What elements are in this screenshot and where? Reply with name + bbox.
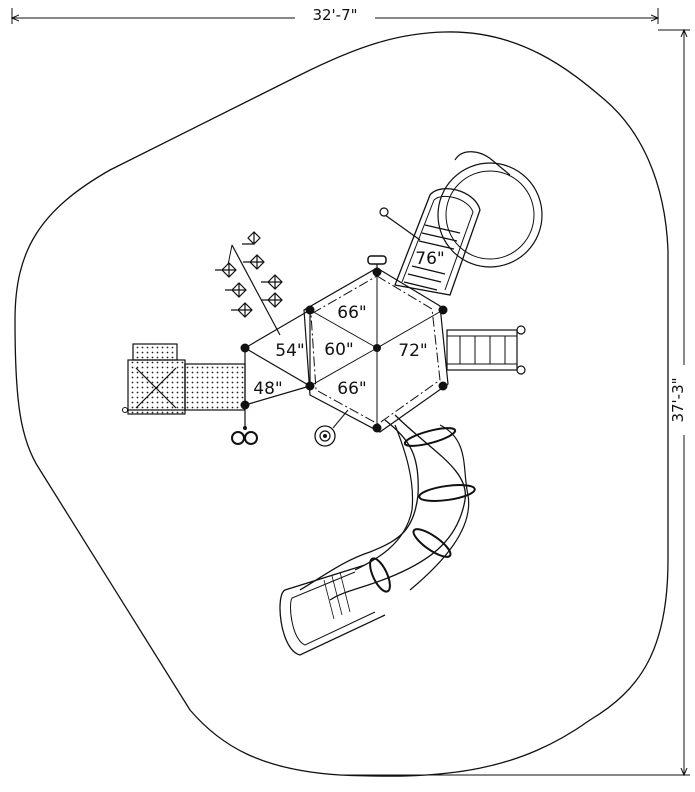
deck-label-76: 76" — [415, 249, 444, 269]
step-platform — [122, 343, 246, 415]
deck-label-72: 72" — [398, 341, 427, 361]
ladder — [446, 325, 526, 375]
width-dimension: 32'-7" — [12, 6, 658, 24]
spinner-panel-icon — [314, 409, 349, 447]
steering-wheel-icon — [367, 255, 387, 272]
deck-label-66-upper: 66" — [337, 303, 366, 323]
deck-label-48: 48" — [253, 379, 282, 399]
deck-structure: 66" 60" 54" 48" 66" 72" — [240, 267, 449, 433]
straight-slide: 76" — [379, 151, 543, 296]
height-dimension: 37'-3" — [340, 30, 694, 775]
ring-handles-icon — [231, 410, 258, 445]
width-dimension-label: 32'-7" — [312, 6, 357, 24]
use-zone-outline — [14, 31, 669, 777]
tube-slide — [279, 414, 476, 656]
deck-label-54: 54" — [275, 341, 304, 361]
deck-label-66-lower: 66" — [337, 379, 366, 399]
tree-climber — [215, 231, 283, 336]
deck-label-60: 60" — [324, 340, 353, 360]
height-dimension-label: 37'-3" — [669, 377, 687, 422]
